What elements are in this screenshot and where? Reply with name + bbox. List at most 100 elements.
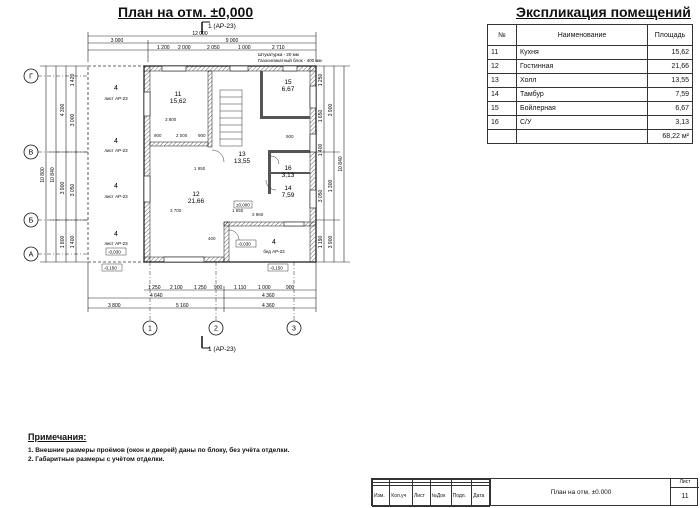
dim-left-mid: 10 840: [50, 167, 56, 183]
col-num-header: №: [487, 24, 517, 46]
inner-dim-9: 1 650: [232, 208, 244, 213]
dim-bottom-1-4: 900: [214, 285, 223, 291]
terrace-area: [87, 65, 145, 263]
inner-dim-5: 3 960: [252, 212, 264, 217]
dim-right-inner-3: 1 400: [318, 144, 324, 157]
room-12-num: 12: [192, 191, 200, 198]
dim-bottom-1-6: 1 000: [258, 285, 271, 291]
dim-top-lower-4: 1 000: [238, 45, 251, 51]
dim-right-seg-2: 1 300: [328, 180, 334, 193]
level-markers: -0,150 -0,030 ±0,000 -0,030 -0,150: [101, 200, 289, 272]
cell-num: 14: [487, 87, 517, 102]
dim-right-inner-2: 1 650: [318, 110, 324, 123]
axis-3-label: 3: [292, 326, 296, 333]
room-12-area: 21,66: [188, 198, 205, 205]
cell-name: Холл: [516, 73, 648, 88]
table-total-row: 68,22 м²: [487, 129, 693, 144]
axis-1-label: 1: [148, 326, 152, 333]
room-labels: 11 15,62 12 21,66 13 13,55 14 7,59 15 6,…: [170, 79, 295, 205]
cell-name: Тамбур: [516, 87, 648, 102]
stamp-col-izm: Изм.: [371, 485, 391, 507]
cell-num: 15: [487, 101, 517, 116]
terrace-labels: 4 лист АР-23 4 лист АР-23 4 лист АР-23 4…: [104, 85, 285, 254]
axis-bubbles: 1 2 3 Г В Б А: [23, 68, 302, 336]
col-name-header: Наименование: [516, 24, 648, 46]
axis-A-label: А: [29, 252, 34, 259]
terrace-2-sheet: лист АР-23: [104, 148, 128, 153]
dim-left-inner-4: 1 400: [70, 236, 76, 249]
terrace-3-num: 4: [114, 183, 118, 190]
dim-right-seg-3: 3 900: [328, 236, 334, 249]
axis-V-label: В: [29, 150, 34, 157]
dim-top-lower-1: 1 200: [157, 45, 170, 51]
section-marker-bottom: 1 (АР-23): [201, 336, 236, 353]
windows: [143, 65, 317, 263]
bottom-dimension-labels: 1 250 2 100 1 250 900 1 110 1 000 900 4 …: [108, 285, 295, 309]
terrace-4-sheet: лист АР-23: [104, 241, 128, 246]
dim-left-inner-1: 1 420: [70, 74, 76, 87]
dim-left-inner-2: 3 000: [70, 114, 76, 127]
dim-bottom-1-1: 1 250: [148, 285, 161, 291]
title-block: Изм. Кол.уч Лист №Док Подп. Дата План на…: [371, 478, 699, 507]
dim-left-seg-2: 3 900: [60, 182, 66, 195]
room-16-num: 16: [284, 165, 292, 172]
dim-bottom-2-1: 4 640: [150, 293, 163, 299]
dim-top-lower-5: 2 710: [272, 45, 285, 51]
cell-num: 11: [487, 45, 517, 60]
cell-name: Гостинная: [516, 59, 648, 74]
note-1: 1. Внешние размеры проёмов (окон и двере…: [28, 447, 290, 454]
left-dimension-labels: 10 800 10 840 4 300 3 900 1 800 1 420 3 …: [40, 74, 76, 249]
cell-area: 21,66: [647, 59, 693, 74]
stamp-col-list: Лист: [412, 485, 431, 507]
room-11-num: 11: [175, 91, 182, 98]
dim-bottom-3-1: 3 800: [108, 303, 121, 309]
level-3: ±0,000: [236, 203, 250, 208]
room-13-num: 13: [238, 151, 246, 158]
cell-name: Бойлерная: [516, 101, 648, 116]
terrace-2-num: 4: [114, 138, 118, 145]
stamp-columns: Изм. Кол.уч Лист №Док Подп. Дата: [371, 479, 490, 507]
cell-num: 13: [487, 73, 517, 88]
dim-right-inner-5: 1 190: [318, 236, 324, 249]
wall-note-1: Штукатурка - 20 мм: [258, 52, 299, 57]
dim-overall-top: 12 000: [192, 31, 208, 37]
note-2: 2. Габаритные размеры с учётом отделки.: [28, 456, 165, 463]
dim-bottom-1-3: 1 250: [194, 285, 207, 291]
dim-right-inner-1: 1 250: [318, 74, 324, 87]
dim-right-outer: 10 840: [338, 156, 344, 172]
terrace-5-sheet: бед АР-23: [263, 249, 285, 254]
cell-area: 15,62: [647, 45, 693, 60]
dim-bottom-3-2: 5 160: [176, 303, 189, 309]
stamp-sheet-title: План на отм. ±0.000: [490, 479, 671, 505]
section-label-bottom: 1 (АР-23): [208, 346, 236, 353]
terrace-3-sheet: лист АР-23: [104, 194, 128, 199]
room-15-num: 15: [284, 79, 292, 86]
door-swings: [211, 149, 280, 241]
dim-bottom-1-2: 2 100: [170, 285, 183, 291]
left-dimensions: [40, 65, 88, 263]
level-1: -0,150: [104, 266, 117, 271]
dim-top-lower-2: 2 000: [178, 45, 191, 51]
inner-dim-2: 900: [154, 133, 162, 138]
dim-right-inner-4: 3 050: [318, 190, 324, 203]
plan-title: План на отм. ±0,000: [118, 4, 254, 20]
inner-dim-6: 400: [208, 236, 216, 241]
dim-top-upper-1: 3 000: [111, 38, 124, 44]
right-dimensions: [316, 65, 350, 263]
dim-bottom-1-5: 1 110: [234, 285, 246, 291]
axis-B-label: Б: [29, 218, 34, 225]
level-5: -0,150: [270, 266, 283, 271]
terrace-1-sheet: лист АР-23: [104, 96, 128, 101]
inner-dim-4: 900: [198, 133, 206, 138]
level-2: -0,030: [108, 250, 121, 255]
building-walls: [143, 65, 317, 263]
bottom-dimensions: [87, 262, 317, 312]
terrace-1-num: 4: [114, 85, 118, 92]
cell-area: 3,13: [647, 115, 693, 130]
dim-bottom-1-7: 900: [286, 285, 295, 291]
